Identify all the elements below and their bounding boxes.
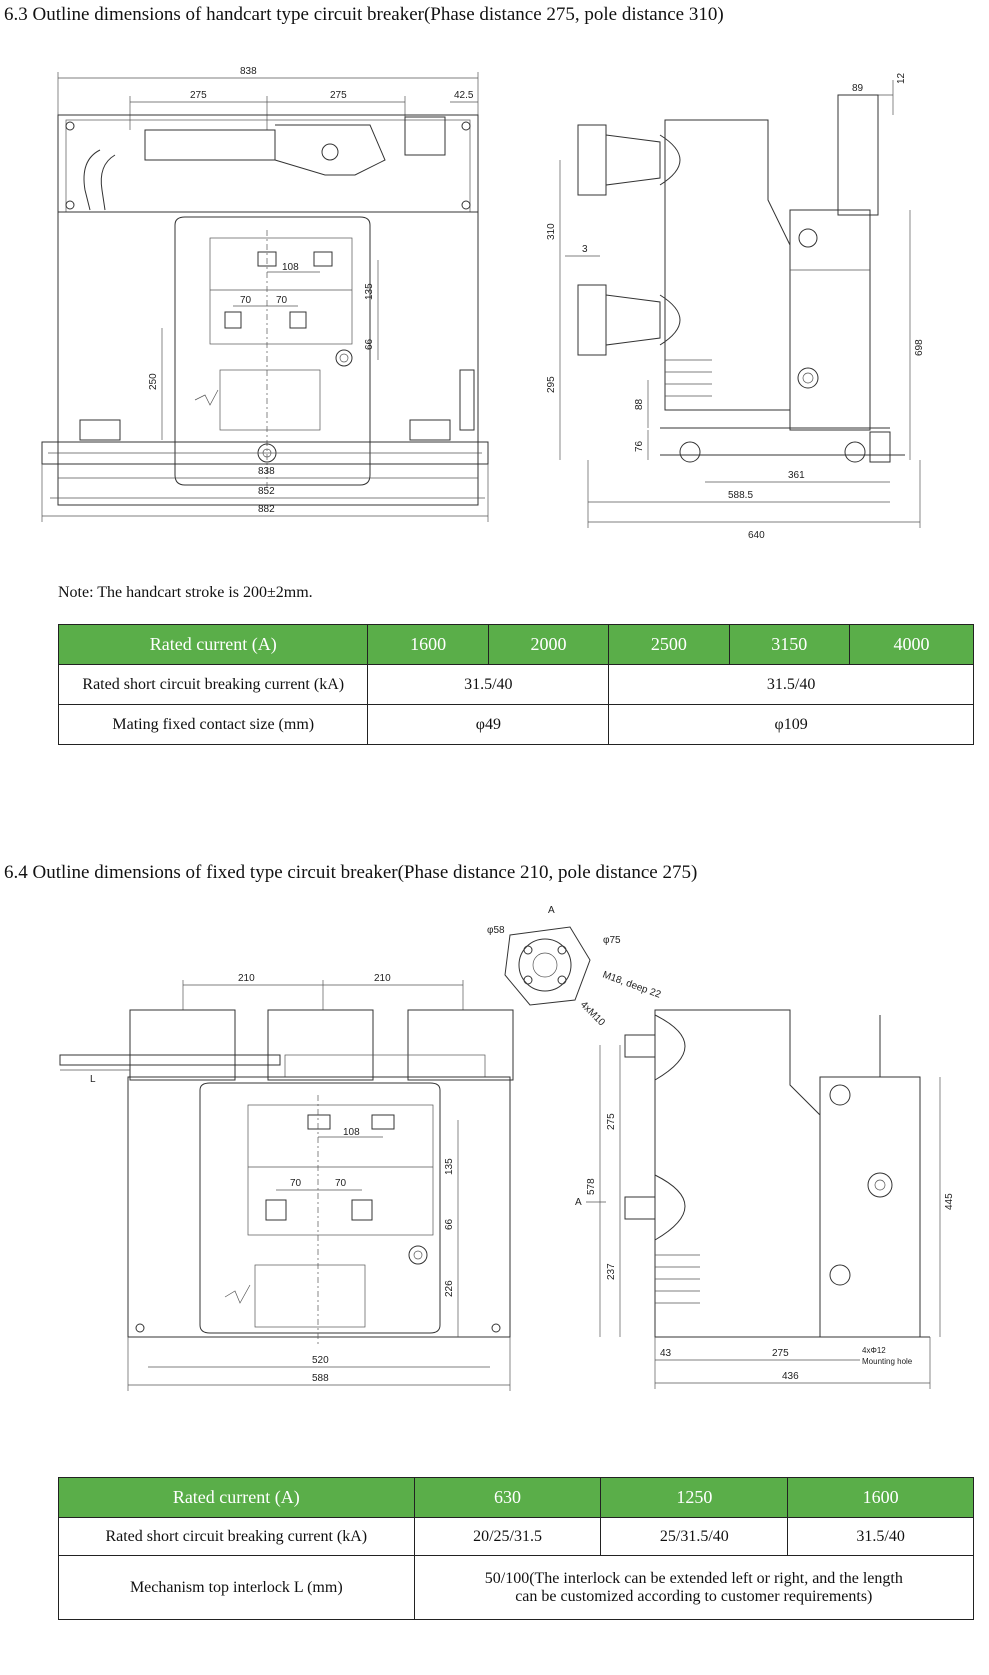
mount-holes-caption: Mounting hole <box>862 1357 913 1366</box>
dim-fixed-side-43: 43 <box>660 1348 672 1359</box>
dim-fixed-side-445: 445 <box>944 1193 955 1210</box>
side-view-arrow-a: A <box>575 1197 582 1208</box>
breaking-value: 20/25/31.5 <box>413 1517 602 1556</box>
table-row: Rated short circuit breaking current (kA… <box>58 1517 974 1556</box>
table-row: Mating fixed contact size (mm) φ49 φ109 <box>57 704 974 745</box>
detail-dia-58: φ58 <box>487 925 505 936</box>
handcart-side-view: 89 12 310 3 295 88 76 <box>546 72 925 541</box>
interlock-line-1: 50/100(The interlock can be extended lef… <box>484 1569 903 1587</box>
table-row: Mechanism top interlock L (mm) 50/100(Th… <box>58 1555 975 1620</box>
dim-fixed-side-436: 436 <box>782 1371 799 1382</box>
fixed-drawing: A φ58 φ75 M18, deep 22 4xM10 210 210 L <box>59 905 955 1391</box>
dim-fixed-phase-right: 210 <box>374 973 391 984</box>
dim-front-right-70: 70 <box>276 295 288 306</box>
detail-bolts: 4xM10 <box>578 999 607 1028</box>
dim-front-vert-135: 135 <box>364 283 375 300</box>
handcart-spec-table: Rated current (A) 1600 2000 2500 3150 40… <box>57 624 975 745</box>
dim-front-right-offset: 42.5 <box>454 90 474 101</box>
dim-front-vert-250: 250 <box>148 373 159 390</box>
current-cell: 3150 <box>728 624 850 665</box>
handcart-drawing: 838 275 275 42.5 108 <box>41 66 925 541</box>
current-cell: 4000 <box>848 624 975 665</box>
dim-side-gap-3: 3 <box>582 244 588 255</box>
section-heading-fixed: 6.4 Outline dimensions of fixed type cir… <box>4 862 698 883</box>
dim-front-phase-right: 275 <box>330 90 347 101</box>
dim-fixed-vert-135: 135 <box>444 1158 455 1175</box>
fixed-spec-table: Rated current (A) 630 1250 1600 Rated sh… <box>58 1477 975 1620</box>
dim-front-bottom-882: 882 <box>258 504 275 515</box>
table-row: Rated current (A) 1600 2000 2500 3150 40… <box>57 624 975 665</box>
dim-fixed-bottom-520: 520 <box>312 1355 329 1366</box>
dim-fixed-bottom-588: 588 <box>312 1373 329 1384</box>
breaking-value: 25/31.5/40 <box>600 1517 789 1556</box>
handcart-front-view: 838 275 275 42.5 108 <box>41 66 489 522</box>
dim-side-height-295: 295 <box>546 376 557 393</box>
breaking-value: 31.5/40 <box>367 664 610 705</box>
breaking-value: 31.5/40 <box>787 1517 974 1556</box>
detail-thread: M18, deep 22 <box>601 969 663 1000</box>
fixed-front-view: 210 210 L 108 70 70 135 66 226 <box>59 973 514 1391</box>
dim-fixed-side-578: 578 <box>586 1178 597 1195</box>
handcart-stroke-note: Note: The handcart stroke is 200±2mm. <box>58 584 313 601</box>
table-row: Rated current (A) 630 1250 1600 <box>58 1477 974 1518</box>
dim-front-top-total: 838 <box>240 66 257 77</box>
mount-holes-label: 4xΦ12 <box>862 1346 886 1355</box>
contact-size-label: Mating fixed contact size (mm) <box>57 704 369 745</box>
dim-fixed-center-108: 108 <box>343 1127 360 1138</box>
fixed-side-view: A 275 578 237 445 43 275 436 4xΦ12 Mount… <box>575 1009 955 1389</box>
section-heading-handcart: 6.3 Outline dimensions of handcart type … <box>4 4 724 25</box>
dim-side-height-76: 76 <box>634 440 645 452</box>
dim-side-top-12: 12 <box>896 72 907 84</box>
current-cell: 1250 <box>600 1477 789 1518</box>
breaking-current-label: Rated short circuit breaking current (kA… <box>58 1517 415 1556</box>
dim-front-bottom-838: 838 <box>258 466 275 477</box>
dim-fixed-vert-66: 66 <box>444 1218 455 1230</box>
dim-fixed-left-70: 70 <box>290 1178 302 1189</box>
dim-side-depth-640: 640 <box>748 530 765 541</box>
current-cell: 630 <box>413 1477 602 1518</box>
dim-fixed-vert-226: 226 <box>444 1280 455 1297</box>
dim-fixed-side-237: 237 <box>606 1263 617 1280</box>
breaking-current-label: Rated short circuit breaking current (kA… <box>57 664 369 705</box>
dim-side-height-88: 88 <box>634 398 645 410</box>
dim-fixed-interlock-L: L <box>90 1074 96 1085</box>
dim-fixed-side-275: 275 <box>606 1113 617 1130</box>
current-cell: 1600 <box>367 624 489 665</box>
dim-front-left-70: 70 <box>240 295 252 306</box>
dim-front-vert-66: 66 <box>364 338 375 350</box>
dim-fixed-side-275h: 275 <box>772 1348 789 1359</box>
dim-side-height-698: 698 <box>914 339 925 356</box>
dim-front-center-108: 108 <box>282 262 299 273</box>
interlock-label: Mechanism top interlock L (mm) <box>58 1555 415 1620</box>
rated-current-header: Rated current (A) <box>57 624 369 665</box>
dim-front-bottom-852: 852 <box>258 486 275 497</box>
contact-size-value: φ109 <box>608 704 974 745</box>
dim-side-top-89: 89 <box>852 83 864 94</box>
table-row: Rated short circuit breaking current (kA… <box>57 664 974 705</box>
dim-fixed-right-70: 70 <box>335 1178 347 1189</box>
current-cell: 1600 <box>787 1477 974 1518</box>
interlock-value: 50/100(The interlock can be extended lef… <box>413 1555 975 1620</box>
current-cell: 2000 <box>487 624 610 665</box>
rated-current-header: Rated current (A) <box>58 1477 415 1518</box>
detail-view-a: A <box>548 905 555 916</box>
dim-side-depth-361: 361 <box>788 470 805 481</box>
dim-front-phase-left: 275 <box>190 90 207 101</box>
dim-side-depth-588: 588.5 <box>728 490 753 501</box>
current-cell: 2500 <box>608 624 730 665</box>
contact-size-value: φ49 <box>367 704 610 745</box>
breaking-value: 31.5/40 <box>608 664 974 705</box>
detail-dia-75: φ75 <box>603 935 621 946</box>
dim-side-pole-310: 310 <box>546 223 557 240</box>
dim-fixed-phase-left: 210 <box>238 973 255 984</box>
interlock-line-2: can be customized according to customer … <box>515 1587 873 1605</box>
